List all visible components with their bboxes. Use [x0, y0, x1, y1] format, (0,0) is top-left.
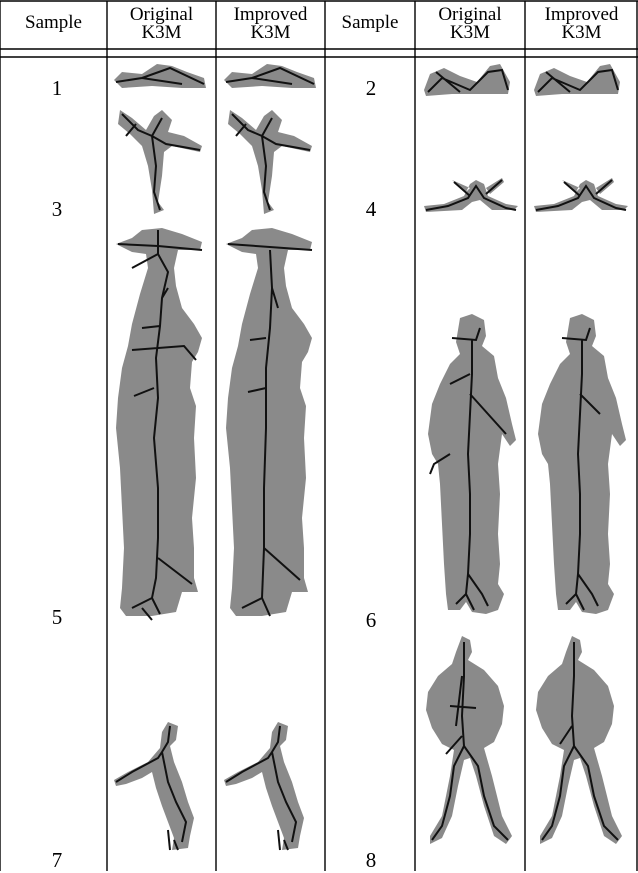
sample-6-original-figure: [427, 313, 517, 615]
sample-2-original-figure: [423, 63, 511, 97]
sample-3-improved-figure: [227, 109, 313, 215]
header-sample-right: Sample: [341, 12, 399, 33]
sample-7-original-figure: [113, 721, 195, 851]
sample-2-improved-figure: [533, 63, 621, 97]
sample-8-improved-figure: [535, 635, 623, 845]
sample-1-improved-figure: [223, 63, 317, 89]
sample-5-original-figure: [115, 227, 203, 621]
sample-number-7: 7: [51, 848, 63, 872]
sample-number-3: 3: [51, 197, 63, 221]
header-sample-left: Sample: [25, 12, 82, 33]
sample-5-improved-figure: [225, 227, 313, 617]
sample-3-original-figure: [117, 109, 203, 215]
sample-number-8: 8: [365, 848, 377, 872]
sample-1-original-figure: [113, 63, 207, 89]
sample-4-improved-figure: [533, 177, 629, 213]
sample-number-6: 6: [365, 608, 377, 632]
sample-number-5: 5: [51, 605, 63, 629]
sample-number-2: 2: [365, 76, 377, 100]
sample-8-original-figure: [425, 635, 513, 845]
sample-7-improved-figure: [223, 721, 305, 851]
sample-number-1: 1: [51, 76, 63, 100]
sample-number-4: 4: [365, 197, 377, 221]
sample-4-original-figure: [423, 177, 519, 213]
sample-6-improved-figure: [537, 313, 627, 615]
